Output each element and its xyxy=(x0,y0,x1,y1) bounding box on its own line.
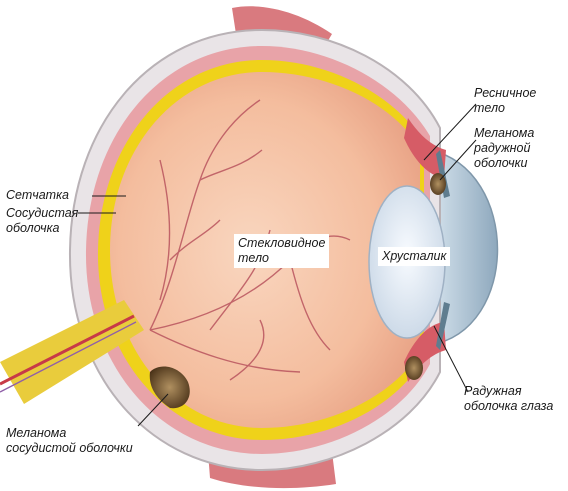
label-iris: Радужная оболочка глаза xyxy=(464,384,553,414)
iris-mark-bottom xyxy=(405,356,423,380)
label-choroid-melanoma: Меланома сосудистой оболочки xyxy=(6,426,133,456)
label-retina: Сетчатка xyxy=(6,188,69,203)
label-ciliary-body: Ресничное тело xyxy=(474,86,536,116)
label-vitreous-body: Стекловидное тело xyxy=(234,234,329,268)
label-iris-melanoma: Меланома радужной оболочки xyxy=(474,126,534,171)
label-lens: Хрусталик xyxy=(378,247,450,266)
label-choroid: Сосудистая оболочка xyxy=(6,206,78,236)
